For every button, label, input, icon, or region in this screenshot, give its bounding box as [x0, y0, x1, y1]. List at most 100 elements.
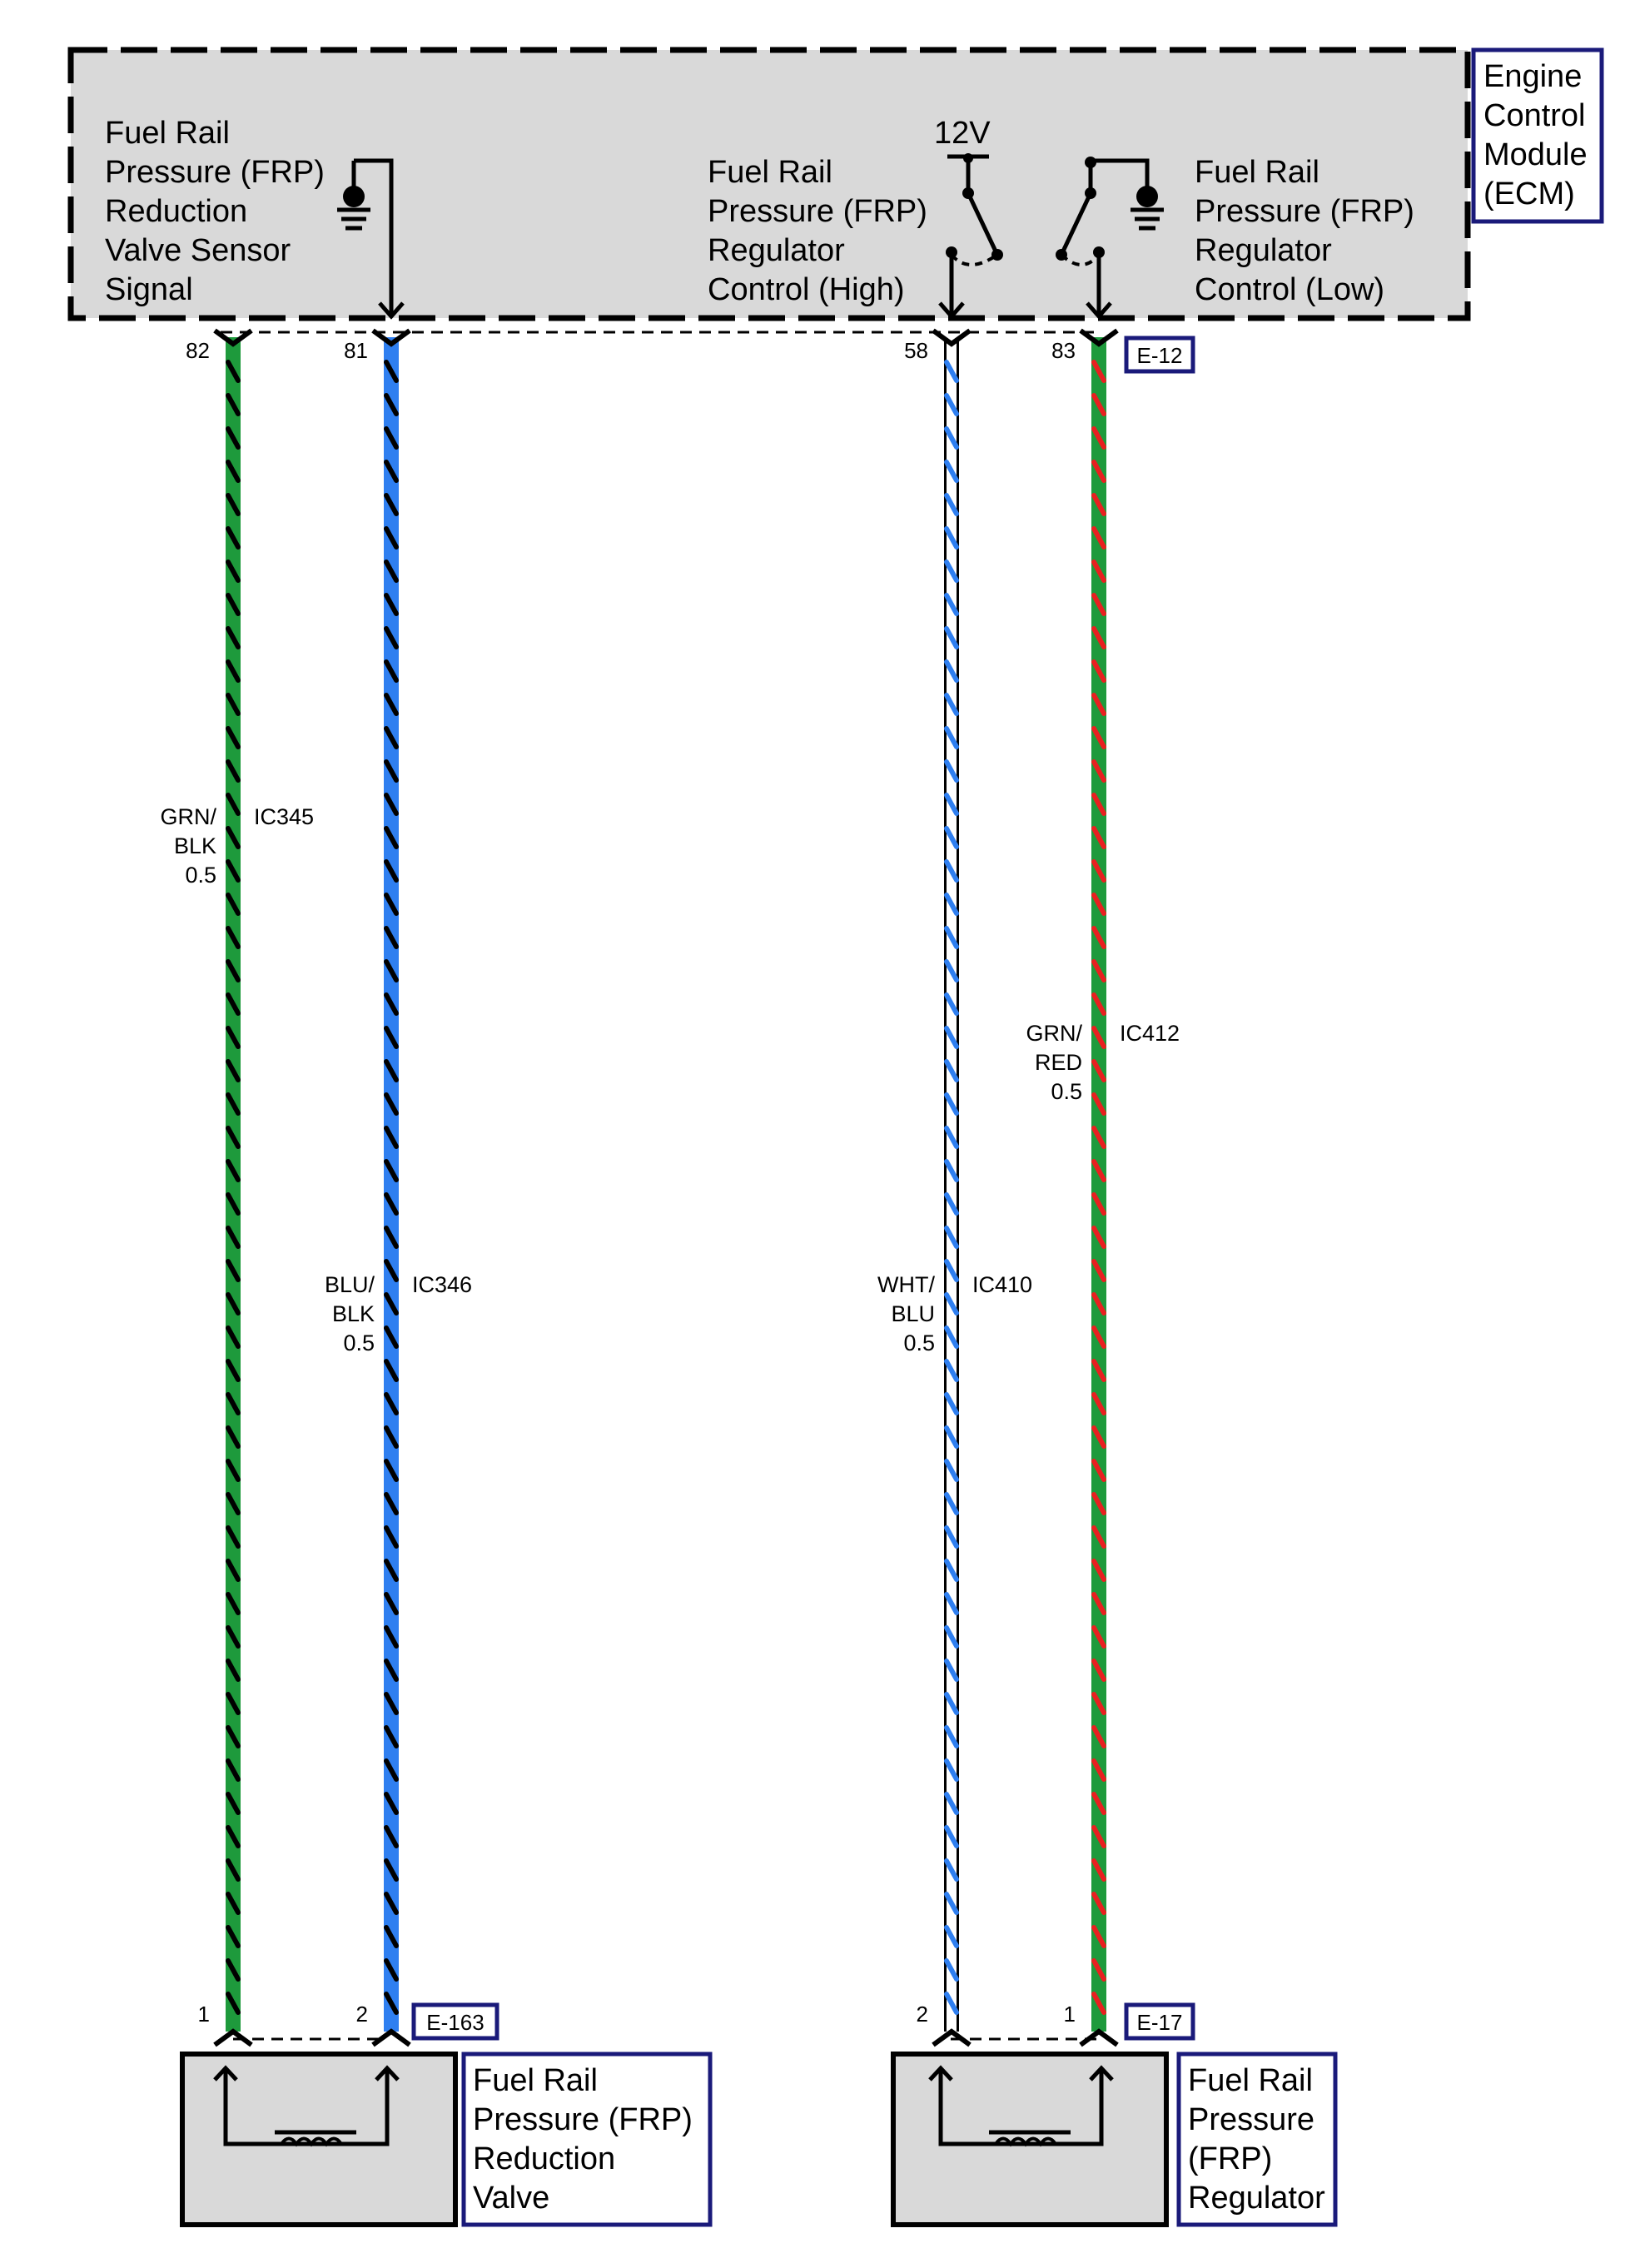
wire-stripe — [944, 959, 959, 982]
wire-stripe — [1091, 1692, 1106, 1715]
wire-IC412-stripes — [1091, 360, 1106, 2015]
wire-IC346-stripes — [384, 360, 399, 2015]
frp-reduction-valve-sensor-signal-label: Fuel Rail Pressure (FRP) Reduction Valve… — [105, 116, 333, 307]
wire-stripe — [226, 626, 241, 649]
device-terminal-cavity — [932, 2028, 972, 2047]
device-1-connector-tag: E-163 — [426, 2010, 484, 2035]
supply-voltage-label: 12V — [934, 116, 991, 151]
wire-stripe — [384, 826, 399, 849]
wire-stripe — [1091, 1425, 1106, 1449]
wire-stripe — [944, 493, 959, 516]
frp-regulator-control-high-label: Fuel Rail Pressure (FRP) Regulator Contr… — [708, 155, 936, 307]
wire-stripe — [226, 926, 241, 949]
wire-stripe — [226, 360, 241, 383]
wire-color-label: BLK — [174, 833, 216, 858]
wire-stripe — [944, 1459, 959, 1482]
wire-stripe — [944, 1259, 959, 1282]
wire-stripe — [384, 1026, 399, 1049]
wire-stripe — [944, 1159, 959, 1182]
wire-stripe — [226, 693, 241, 716]
wire-stripe — [384, 893, 399, 916]
ecm-terminal-cavity — [213, 328, 253, 347]
wire-stripe — [944, 426, 959, 450]
wire-stripe — [384, 1958, 399, 1982]
wire-color-label: WHT/ — [877, 1272, 935, 1297]
wire-stripe — [1091, 759, 1106, 783]
device-terminal-cavity — [371, 2028, 411, 2047]
wire-stripe — [944, 1625, 959, 1649]
wire-stripe — [384, 793, 399, 816]
wire-stripe — [226, 1925, 241, 1948]
wire-stripe — [384, 1492, 399, 1515]
wire-stripe — [1091, 659, 1106, 683]
wire-stripe — [1091, 1259, 1106, 1282]
wire-stripe — [944, 1492, 959, 1515]
wire-stripe — [384, 393, 399, 416]
wire-stripe — [384, 426, 399, 450]
wire-stripe — [944, 1858, 959, 1882]
wire-stripe — [944, 1992, 959, 2015]
wire-IC345-stripes — [226, 360, 241, 2015]
wire-stripe — [944, 893, 959, 916]
wire-stripe — [226, 1792, 241, 1815]
wire-stripe — [944, 1559, 959, 1582]
wire-stripe — [384, 992, 399, 1016]
wire-stripe — [1091, 1092, 1106, 1116]
wire-stripe — [226, 1226, 241, 1249]
wire-stripe — [944, 1126, 959, 1149]
ecm-terminal-cavity — [371, 328, 411, 347]
wire-stripe — [1091, 1525, 1106, 1549]
wire-stripe — [944, 626, 959, 649]
wire-stripe — [226, 859, 241, 883]
wire-stripe — [226, 1059, 241, 1082]
switch-contact — [1056, 249, 1067, 261]
wire-stripe — [384, 360, 399, 383]
wire-stripe — [226, 1659, 241, 1682]
wire-stripe — [384, 659, 399, 683]
wire-stripe — [944, 1925, 959, 1948]
ground-icon — [1136, 186, 1158, 207]
wire-stripe — [384, 1392, 399, 1415]
wire-stripe — [1091, 593, 1106, 616]
wire-stripe — [944, 992, 959, 1016]
wire-stripe — [226, 959, 241, 982]
wire-stripe — [384, 1925, 399, 1948]
device-pin-number: 1 — [1064, 2002, 1076, 2027]
wire-stripe — [944, 593, 959, 616]
switch-contact — [1093, 246, 1105, 258]
frp-regulator-label: Fuel Rail Pressure (FRP) Regulator — [1188, 2063, 1325, 2216]
wire-stripe — [384, 1659, 399, 1682]
frp-regulator-label-box — [1176, 2052, 1338, 2227]
switch-contact — [946, 246, 957, 258]
wire-stripe — [384, 1525, 399, 1549]
device-1-connector-tag-box — [411, 2002, 499, 2041]
wire-stripe — [1091, 626, 1106, 649]
switch-contact — [991, 249, 1003, 261]
wire-stripe — [1091, 1559, 1106, 1582]
wire-stripe — [226, 826, 241, 849]
wire-stripe — [384, 1825, 399, 1848]
ecm-pin-number: 82 — [186, 338, 210, 363]
frp-reduction-valve-label: Fuel Rail Pressure (FRP) Reduction Valve — [473, 2063, 701, 2216]
wire-stripe — [226, 560, 241, 583]
wire-IC410-stripes — [944, 360, 959, 2015]
wire-stripe — [384, 1159, 399, 1182]
wire-stripe — [384, 560, 399, 583]
wire-stripe — [384, 1559, 399, 1582]
wire-stripe — [944, 926, 959, 949]
wire-stripe — [226, 1325, 241, 1349]
wire-stripe — [384, 1192, 399, 1216]
wire-color-label: GRN/ — [1026, 1021, 1083, 1046]
wire-color-label: 0.5 — [343, 1330, 375, 1355]
switch-actuator-dashed-link — [950, 253, 999, 266]
wire-stripe — [226, 393, 241, 416]
wire-stripe — [226, 493, 241, 516]
sensor-signal-internal-circuit — [337, 158, 405, 320]
wire-stripe — [226, 593, 241, 616]
wire-stripe — [226, 1392, 241, 1415]
wire-stripe — [226, 1592, 241, 1615]
wire-stripe — [226, 1159, 241, 1182]
device-2-connector-tag-box — [1124, 2002, 1195, 2041]
wire-stripe — [1091, 1159, 1106, 1182]
wire-stripe — [226, 1425, 241, 1449]
